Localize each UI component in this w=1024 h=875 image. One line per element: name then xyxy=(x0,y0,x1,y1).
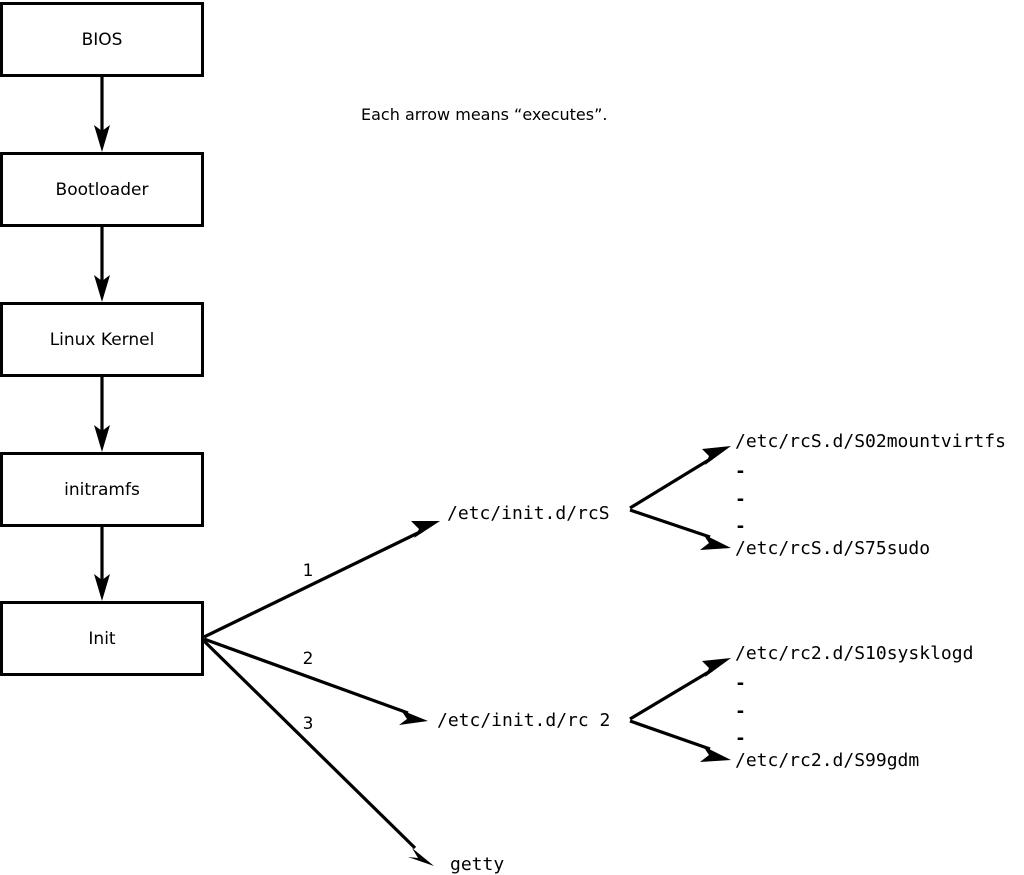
node-bootloader[interactable]: Bootloader xyxy=(0,152,204,227)
node-init[interactable]: Init xyxy=(0,601,204,676)
branch-number-2: 2 xyxy=(303,649,314,669)
rc2-ellipsis-dash-2: - xyxy=(735,701,746,722)
arrow-head-icon xyxy=(408,848,434,866)
arrow-head-icon xyxy=(94,425,110,452)
arrow-init-to-rcs xyxy=(203,521,440,639)
arrow-head-icon xyxy=(94,125,110,152)
label-rc2-first-script[interactable]: /etc/rc2.d/S10sysklogd xyxy=(735,643,973,664)
arrow-kernel-to-initramfs xyxy=(94,376,110,452)
branch-number-3: 3 xyxy=(303,714,314,734)
label-init-d-rc2[interactable]: /etc/init.d/rc 2 xyxy=(437,710,610,731)
arrow-head-icon xyxy=(411,521,440,538)
bootloader-box[interactable] xyxy=(0,152,204,227)
arrow-head-icon xyxy=(702,446,731,465)
node-initramfs[interactable]: initramfs xyxy=(0,452,204,527)
rcs-ellipsis-dash-1: - xyxy=(735,461,746,482)
initramfs-label: initramfs xyxy=(64,480,140,500)
diagram-caption: Each arrow means “executes”. xyxy=(361,105,607,124)
node-bios[interactable]: BIOS xyxy=(0,2,204,77)
init-label: Init xyxy=(88,629,116,649)
bios-label: BIOS xyxy=(82,30,123,50)
initramfs-box[interactable] xyxy=(0,452,204,527)
arrow-head-icon xyxy=(700,746,731,762)
linux-kernel-label: Linux Kernel xyxy=(50,330,155,350)
branch-number-1: 1 xyxy=(303,561,314,581)
arrow-rcs-to-first-script xyxy=(629,446,731,510)
linux-kernel-box[interactable] xyxy=(0,302,204,377)
arrow-head-icon xyxy=(94,275,110,302)
label-rcs-first-script[interactable]: /etc/rcS.d/S02mountvirtfs xyxy=(735,431,1006,452)
arrow-head-icon xyxy=(399,710,428,725)
arrow-head-icon xyxy=(702,658,731,677)
label-rcs-last-script[interactable]: /etc/rcS.d/S75sudo xyxy=(735,538,930,559)
label-getty[interactable]: getty xyxy=(450,854,504,875)
init-box[interactable] xyxy=(0,601,204,676)
label-init-d-rcs[interactable]: /etc/init.d/rcS xyxy=(447,503,610,524)
arrow-rcs-to-last-script xyxy=(629,508,731,550)
arrow-head-icon xyxy=(700,534,731,550)
rcs-ellipsis-dash-3: - xyxy=(735,516,746,537)
arrow-init-to-rc2 xyxy=(203,637,428,725)
arrow-init-to-getty xyxy=(202,639,434,866)
rc2-ellipsis-dash-3: - xyxy=(735,728,746,749)
rcs-ellipsis-dash-2: - xyxy=(735,489,746,510)
arrow-rc2-to-last-script xyxy=(629,719,731,762)
bootloader-label: Bootloader xyxy=(56,180,149,200)
bios-box[interactable] xyxy=(0,2,204,77)
rc2-ellipsis-dash-1: - xyxy=(735,673,746,694)
node-linux-kernel[interactable]: Linux Kernel xyxy=(0,302,204,377)
arrow-bios-to-bootloader xyxy=(94,76,110,152)
label-rc2-last-script[interactable]: /etc/rc2.d/S99gdm xyxy=(735,750,919,771)
arrow-head-icon xyxy=(94,574,110,601)
arrow-bootloader-to-kernel xyxy=(94,226,110,302)
arrow-rc2-to-first-script xyxy=(629,658,731,721)
arrow-initramfs-to-init xyxy=(94,526,110,601)
